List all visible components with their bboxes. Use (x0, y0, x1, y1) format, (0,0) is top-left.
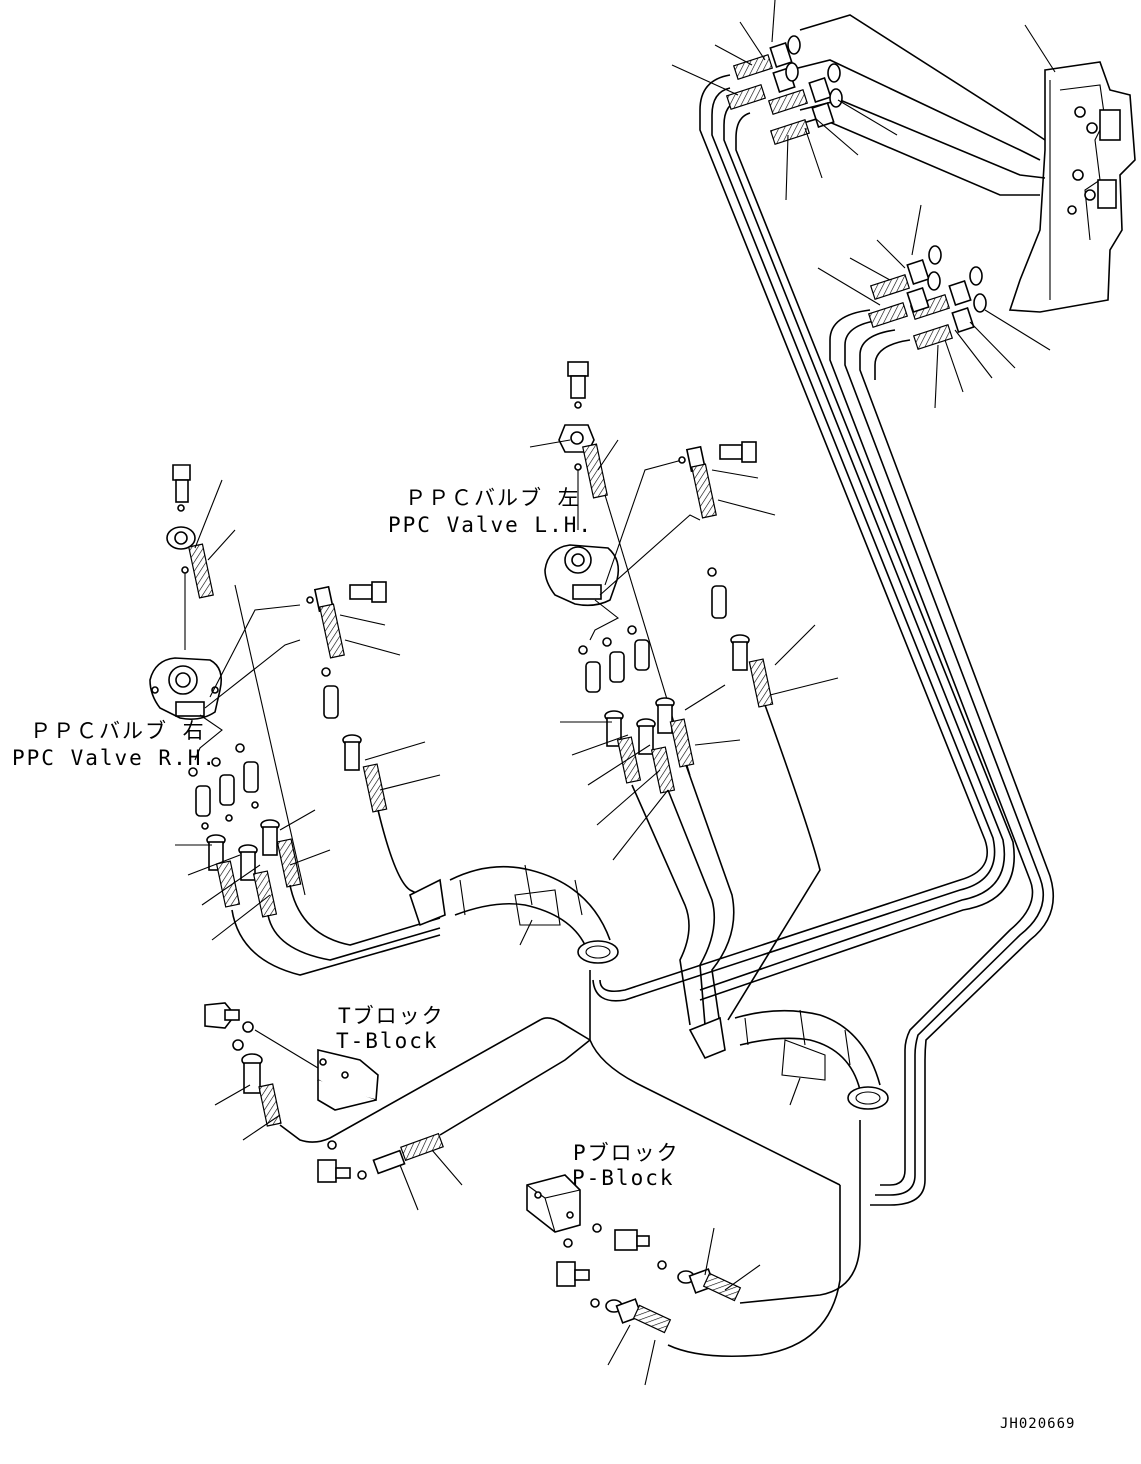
upper-fittings (725, 35, 843, 145)
tube-bundle-main (592, 14, 1054, 1206)
drawing-code: JH020669 (1000, 1416, 1075, 1432)
p-block-assembly (526, 1120, 861, 1386)
middle-leader-lines (817, 204, 1051, 409)
t-block-label-jp: Tブロック (338, 1004, 445, 1028)
upper-leader-lines (671, 0, 898, 201)
middle-fittings (867, 245, 987, 350)
control-valve-assembly (1008, 24, 1136, 313)
hose-bundle-rh (409, 864, 619, 964)
ppc-valve-rh-assembly (149, 464, 441, 976)
ppc-valve-rh-label-en: PPC Valve R.H. (12, 746, 217, 770)
hose-bundle-lh (688, 1009, 889, 1110)
p-block-label-jp: Pブロック (573, 1141, 680, 1165)
t-block-label-en: T-Block (336, 1029, 439, 1053)
ppc-valve-lh-label-en: PPC Valve L.H. (388, 513, 593, 537)
ppc-valve-rh-label-jp: ＰＰＣバルブ 右 (30, 719, 206, 743)
t-block-assembly (204, 970, 841, 1211)
p-block-label-en: P-Block (572, 1166, 675, 1190)
ppc-valve-lh-label-jp: ＰＰＣバルブ 左 (405, 486, 581, 510)
labels: ＰＰＣバルブ 右 PPC Valve R.H. ＰＰＣバルブ 左 PPC Val… (12, 486, 1075, 1432)
ppc-valve-lh-assembly (529, 361, 839, 1026)
